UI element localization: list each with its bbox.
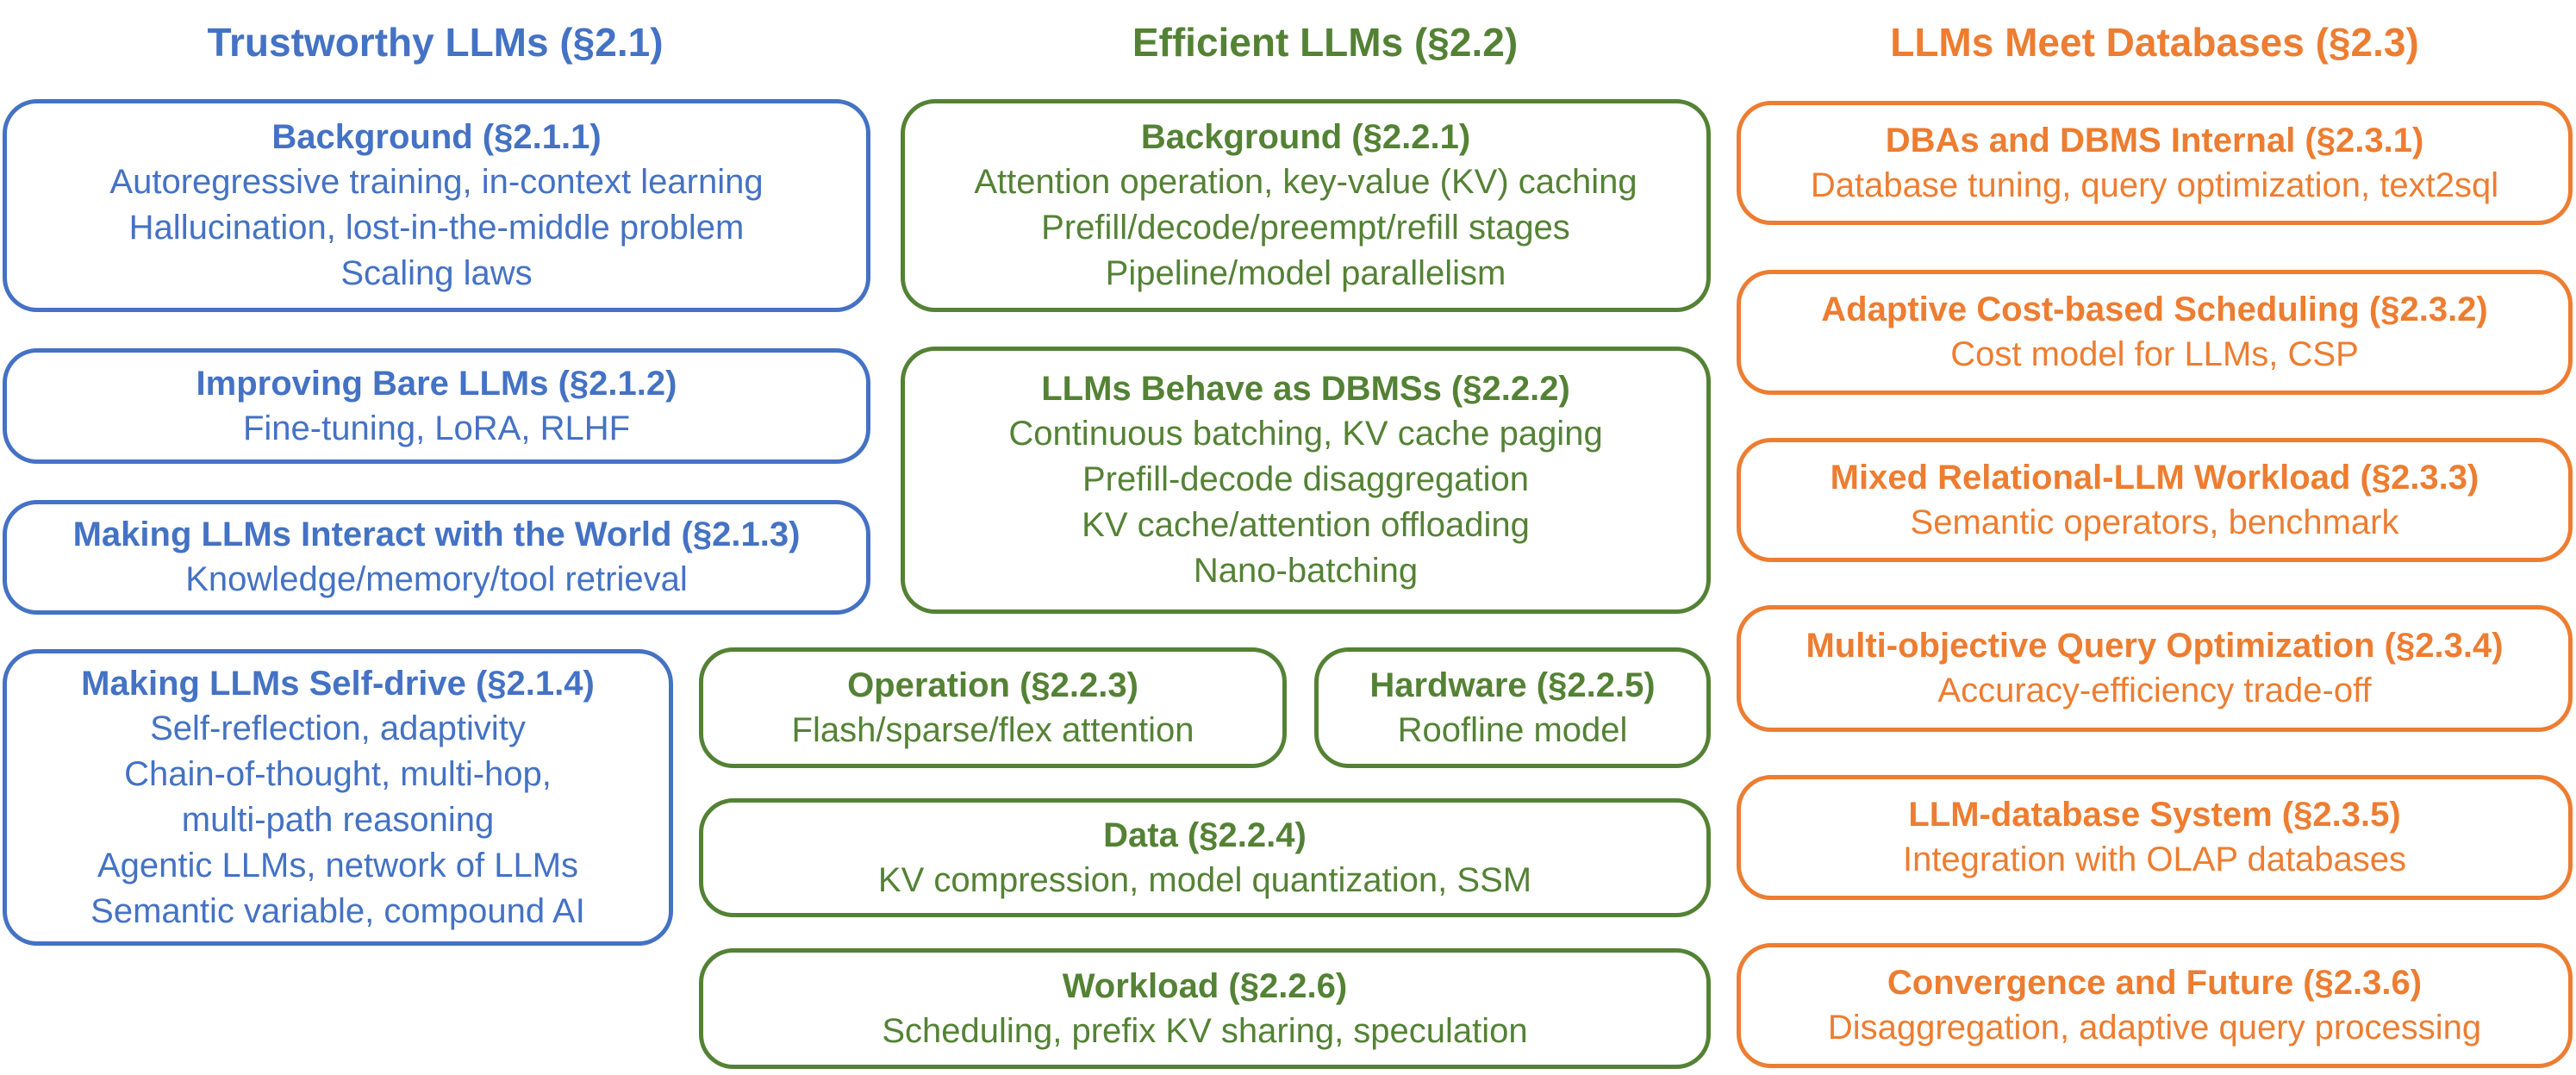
box-mixed-relational-llm-workload: Mixed Relational-LLM Workload (§2.3.3) S… (1737, 438, 2573, 562)
box-line: Semantic operators, benchmark (1910, 503, 2399, 541)
box-line: Hallucination, lost-in-the-middle proble… (128, 209, 745, 247)
box-line: KV compression, model quantization, SSM (877, 860, 1532, 899)
box-llm-database-system: LLM-database System (§2.3.5) Integration… (1737, 775, 2573, 900)
box-line: Integration with OLAP databases (1902, 841, 2407, 878)
box-line: Prefill-decode disaggregation (1082, 460, 1530, 498)
column-title-efficient: Efficient LLMs (§2.2) (1132, 20, 1519, 65)
box-adaptive-cost-scheduling: Adaptive Cost-based Scheduling (§2.3.2) … (1737, 270, 2573, 395)
box-line: Scheduling, prefix KV sharing, speculati… (882, 1011, 1528, 1050)
box-title: Operation (§2.2.3) (847, 666, 1138, 704)
box-improving-bare-llms: Improving Bare LLMs (§2.1.2) Fine-tuning… (3, 348, 870, 464)
box-title: Multi-objective Query Optimization (§2.3… (1806, 627, 2504, 665)
box-line: Continuous batching, KV cache paging (1008, 415, 1603, 453)
box-title: Background (§2.1.1) (271, 118, 602, 156)
column-title-trustworthy: Trustworthy LLMs (§2.1) (207, 20, 664, 65)
box-title: Making LLMs Self-drive (§2.1.4) (81, 664, 595, 703)
box-line: Accuracy-efficiency trade-off (1937, 672, 2372, 709)
box-dbas-dbms-internal: DBAs and DBMS Internal (§2.3.1) Database… (1737, 101, 2573, 225)
box-llms-self-drive: Making LLMs Self-drive (§2.1.4) Self-ref… (3, 649, 673, 946)
column-title-databases: LLMs Meet Databases (§2.3) (1890, 20, 2419, 65)
box-line: KV cache/attention offloading (1082, 506, 1530, 544)
box-line: Database tuning, query optimization, tex… (1810, 166, 2499, 204)
box-operation: Operation (§2.2.3) Flash/sparse/flex att… (699, 647, 1287, 768)
box-line: Roofline model (1397, 710, 1628, 749)
box-hardware: Hardware (§2.2.5) Roofline model (1314, 647, 1711, 768)
box-title: LLMs Behave as DBMSs (§2.2.2) (1041, 370, 1570, 408)
box-line: multi-path reasoning (181, 800, 495, 839)
box-line: Scaling laws (340, 254, 533, 292)
box-line: Nano-batching (1193, 552, 1419, 590)
box-line: Flash/sparse/flex attention (791, 710, 1194, 749)
box-efficient-background: Background (§2.2.1) Attention operation,… (901, 99, 1711, 312)
box-title: Making LLMs Interact with the World (§2.… (72, 516, 801, 553)
box-line: Pipeline/model parallelism (1105, 254, 1506, 292)
box-title: DBAs and DBMS Internal (§2.3.1) (1885, 121, 2424, 159)
box-line: Chain-of-thought, multi-hop, (124, 754, 552, 793)
box-title: Mixed Relational-LLM Workload (§2.3.3) (1830, 458, 2479, 497)
box-line: Knowledge/memory/tool retrieval (185, 560, 688, 598)
box-line: Semantic variable, compound AI (90, 891, 585, 930)
box-data: Data (§2.2.4) KV compression, model quan… (699, 798, 1711, 917)
box-title: Improving Bare LLMs (§2.1.2) (196, 364, 677, 403)
box-llms-interact-world: Making LLMs Interact with the World (§2.… (3, 500, 870, 615)
box-convergence-and-future: Convergence and Future (§2.3.6) Disaggre… (1737, 943, 2573, 1068)
box-line: Prefill/decode/preempt/refill stages (1041, 209, 1570, 247)
box-line: Attention operation, key-value (KV) cach… (974, 163, 1637, 201)
box-title: Convergence and Future (§2.3.6) (1887, 964, 2423, 1002)
box-line: Self-reflection, adaptivity (150, 709, 526, 747)
box-title: Hardware (§2.2.5) (1369, 666, 1656, 704)
box-title: Workload (§2.2.6) (1062, 966, 1348, 1005)
box-workload: Workload (§2.2.6) Scheduling, prefix KV … (699, 948, 1711, 1069)
box-line: Agentic LLMs, network of LLMs (97, 846, 579, 884)
box-trustworthy-background: Background (§2.1.1) Autoregressive train… (3, 99, 870, 312)
box-llms-behave-as-dbmss: LLMs Behave as DBMSs (§2.2.2) Continuous… (901, 347, 1711, 614)
box-title: Adaptive Cost-based Scheduling (§2.3.2) (1821, 291, 2488, 328)
box-line: Disaggregation, adaptive query processin… (1827, 1009, 2482, 1047)
box-title: Background (§2.2.1) (1140, 118, 1471, 156)
box-line: Autoregressive training, in-context lear… (109, 163, 764, 201)
box-line: Fine-tuning, LoRA, RLHF (242, 409, 631, 447)
box-multi-objective-query-optimization: Multi-objective Query Optimization (§2.3… (1737, 605, 2573, 732)
box-title: Data (§2.2.4) (1103, 816, 1307, 854)
box-title: LLM-database System (§2.3.5) (1908, 796, 2401, 834)
box-line: Cost model for LLMs, CSP (1950, 335, 2359, 373)
